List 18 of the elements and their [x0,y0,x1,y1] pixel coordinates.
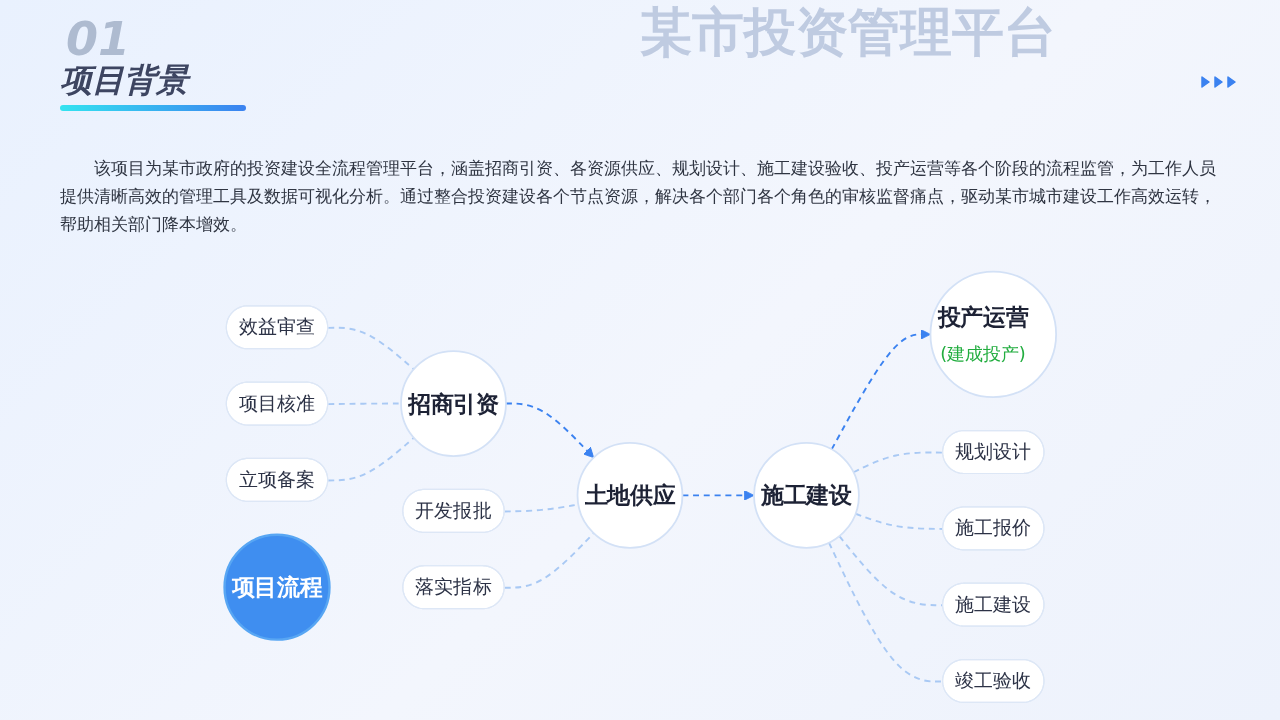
stage-circle: 投产运营 (建成投产) [929,270,1057,399]
item-pill: 立项备案 [225,457,328,502]
item-pill: 效益审查 [225,305,328,350]
center-circle: 项目流程 [223,533,331,641]
connector [830,329,931,451]
stage-circle: 土地供应 [576,442,683,549]
item-pill: 项目核准 [225,381,328,426]
connector [327,436,415,482]
stage-circle: 招商引资 [399,350,507,457]
item-pill: 开发报批 [401,488,505,533]
intro-paragraph: 该项目为某市政府的投资建设全流程管理平台，涵盖招商引资、各资源供应、规划设计、施工建设验收、投产运营等各个阶段的流程监管，为工作人员提供清晰高效的管理工具及数据可视化分析。通过整合投资建设各个节点资源，解决各个部门各个角色的审核监督痛点，驱动某市城市建设工作高效运转，帮助相关部门降本增效。 [60,157,1217,236]
item-pill: 规划设计 [941,430,1045,475]
item-pill: 施工报价 [941,506,1045,551]
section-number: 01 [66,16,130,62]
stage-circle: 施工建设 [752,442,860,549]
item-pill: 落实指标 [401,565,505,610]
item-pill: 施工建设 [941,582,1045,627]
item-pill: 竣工验收 [941,658,1045,704]
